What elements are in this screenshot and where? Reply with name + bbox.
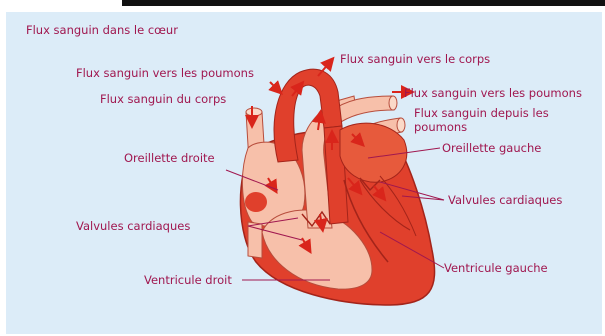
label-flux-vers-poumons-right: Flux sanguin vers les poumons [404,86,582,100]
label-flux-vers-corps: Flux sanguin vers le corps [340,52,490,66]
atrial-wall-spot [245,192,267,212]
label-valvules-right: Valvules cardiaques [448,193,562,207]
label-flux-depuis-poumons-2: poumons [414,120,467,134]
label-valvules-left: Valvules cardiaques [76,219,190,233]
label-flux-coeur: Flux sanguin dans le cœur [26,23,178,37]
pulmonary-artery-opening [389,96,397,110]
label-flux-depuis-poumons-1: Flux sanguin depuis les [414,106,549,120]
label-ventricule-droit: Ventricule droit [144,273,232,287]
label-ventricule-gauche: Ventricule gauche [444,261,548,275]
vena-cava-opening [246,108,262,116]
label-flux-du-corps: Flux sanguin du corps [100,92,226,106]
label-oreillette-gauche: Oreillette gauche [442,141,541,155]
arrow-lungs-left [270,82,278,90]
label-flux-vers-poumons-left: Flux sanguin vers les poumons [76,66,254,80]
label-oreillette-droite: Oreillette droite [124,151,215,165]
pulmonary-vein-opening [397,118,405,132]
